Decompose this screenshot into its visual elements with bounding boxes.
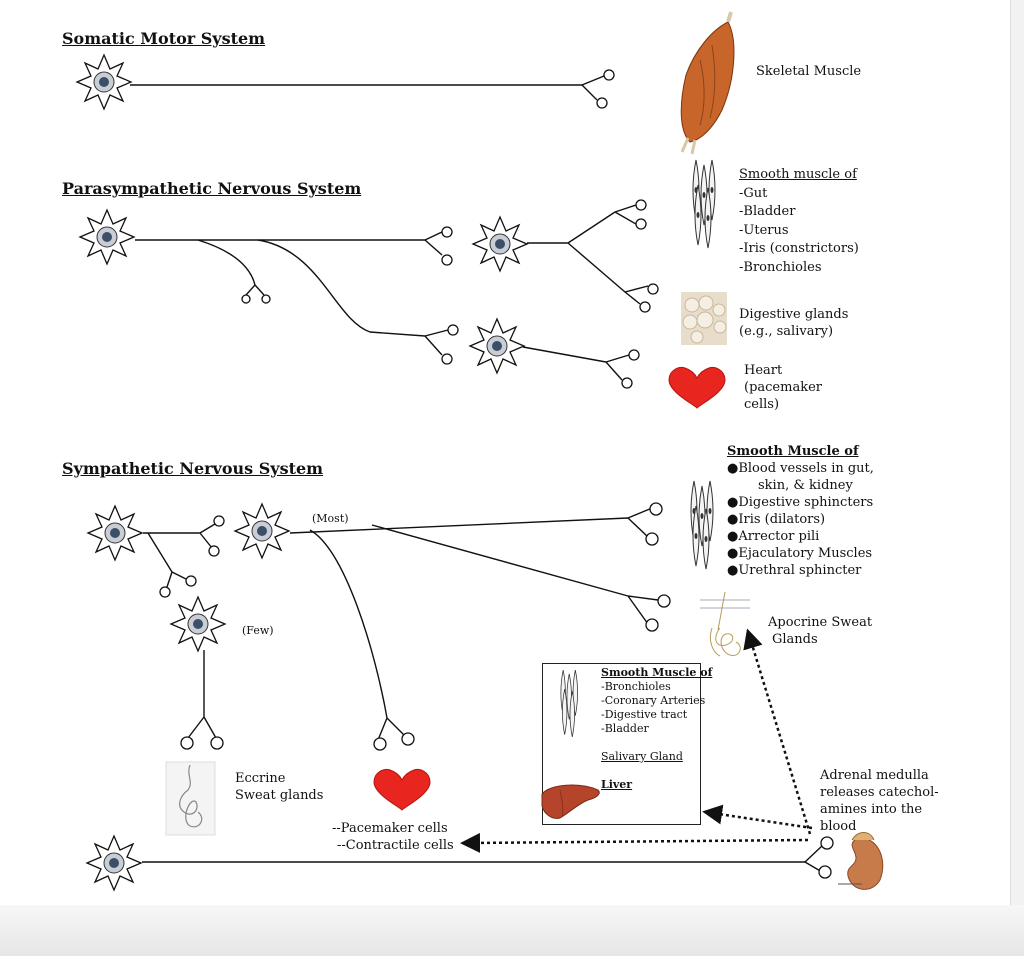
- viewer-bottom-bar: [0, 905, 1024, 956]
- symp-item: ●Urethral sphincter: [727, 563, 862, 578]
- para-item: -Gut: [739, 185, 768, 201]
- smooth-muscle-icon: [690, 480, 714, 570]
- symp-item: ●Blood vessels in gut,: [727, 461, 874, 476]
- box-heading: Smooth Muscle of: [601, 666, 713, 679]
- heart-icon: [668, 367, 726, 409]
- adrenal-line: releases catechol-: [820, 785, 939, 800]
- heart-symp-line: --Contractile cells: [337, 838, 454, 853]
- digestive-glands-line: Digestive glands: [739, 307, 849, 322]
- symp-item: ●Arrector pili: [727, 529, 820, 544]
- neuron-icon: [76, 54, 132, 110]
- apocrine-line: Apocrine Sweat: [768, 615, 873, 630]
- symp-item: ●Digestive sphincters: [727, 495, 874, 510]
- para-item: -Uterus: [739, 222, 789, 238]
- para-smooth-heading: Smooth muscle of: [739, 167, 857, 182]
- somatic-title: Somatic Motor System: [62, 29, 266, 48]
- liver-icon: [541, 784, 600, 819]
- box-item-coronary: -Coronary Arteries: [601, 694, 706, 707]
- para-item: -Bronchioles: [739, 259, 822, 275]
- heart-para-line: (pacemaker: [744, 380, 822, 395]
- apocrine-line: Glands: [772, 632, 818, 647]
- box-item-digestive: -Digestive tract: [601, 708, 688, 721]
- eccrine-gland-icon: [165, 761, 216, 836]
- eccrine-label: Eccrine Sweat glands: [235, 770, 323, 804]
- neuron-icon: [86, 835, 142, 891]
- salivary-gland-label: Salivary Gland: [601, 750, 683, 763]
- box-item-bronchioles: -Bronchioles: [601, 680, 671, 693]
- nervous-system-diagram: [76, 11, 884, 891]
- smooth-muscle-icon: [560, 670, 578, 738]
- heart-symp-line: --Pacemaker cells: [332, 821, 448, 836]
- axon-terminals: [159, 69, 834, 879]
- neuron-icon: [79, 209, 135, 265]
- sympathetic-title: Sympathetic Nervous System: [62, 459, 324, 478]
- parasympathetic-title: Parasympathetic Nervous System: [62, 179, 362, 198]
- symp-item: ●Ejaculatory Muscles: [727, 546, 873, 561]
- apocrine-gland-icon: [700, 591, 750, 657]
- neuron-icon: [87, 505, 143, 561]
- heart-para-line: cells): [744, 397, 780, 412]
- neuron-icon: [234, 503, 290, 559]
- skeletal-muscle-icon: [680, 11, 735, 155]
- adrenal-line: amines into the: [820, 802, 923, 817]
- smooth-muscle-icon: [692, 159, 716, 249]
- catecholamine-targets-box: Smooth Muscle of -Bronchioles -Coronary …: [541, 663, 712, 825]
- adrenal-line: blood: [820, 819, 857, 834]
- adrenal-medulla-label: Adrenal medulla releases catechol- amine…: [820, 767, 939, 835]
- digestive-glands-label: Digestive glands (e.g., salivary): [739, 306, 848, 340]
- neuron-icon: [469, 318, 525, 374]
- adrenal-kidney-icon: [838, 832, 884, 890]
- heart-para-line: Heart: [744, 363, 783, 378]
- heart-symp-label: --Pacemaker cells --Contractile cells: [332, 820, 454, 854]
- axon-lines: [130, 75, 824, 873]
- eccrine-line: Eccrine: [235, 771, 286, 786]
- liver-label: Liver: [601, 778, 633, 791]
- digestive-glands-line: (e.g., salivary): [739, 324, 834, 339]
- neuron-icon: [472, 216, 528, 272]
- box-item-bladder: -Bladder: [601, 722, 649, 735]
- apocrine-label: Apocrine Sweat Glands: [768, 614, 872, 648]
- hormone-arrows: [460, 628, 813, 853]
- symp-item: skin, & kidney: [758, 478, 853, 493]
- few-annotation: (Few): [242, 624, 274, 637]
- symp-smooth-heading: Smooth Muscle of: [727, 444, 859, 459]
- para-item: -Bladder: [739, 204, 796, 219]
- heart-icon: [373, 769, 431, 811]
- heart-para-label: Heart (pacemaker cells): [744, 362, 822, 413]
- skeletal-muscle-label: Skeletal Muscle: [756, 64, 862, 79]
- adrenal-line: Adrenal medulla: [820, 768, 929, 783]
- symp-smooth-muscle-list: Smooth Muscle of ●Blood vessels in gut, …: [727, 443, 874, 579]
- most-annotation: (Most): [312, 512, 349, 525]
- box-text: Smooth Muscle of -Bronchioles -Coronary …: [601, 666, 712, 792]
- symp-item: ●Iris (dilators): [727, 512, 826, 527]
- page: [0, 0, 1011, 905]
- para-smooth-muscle-list: Smooth muscle of -Gut -Bladder -Uterus -…: [739, 166, 859, 277]
- eccrine-line: Sweat glands: [235, 788, 324, 803]
- salivary-gland-icon: [681, 292, 727, 345]
- neuron-icon: [170, 596, 226, 652]
- para-item: -Iris (constrictors): [739, 241, 859, 256]
